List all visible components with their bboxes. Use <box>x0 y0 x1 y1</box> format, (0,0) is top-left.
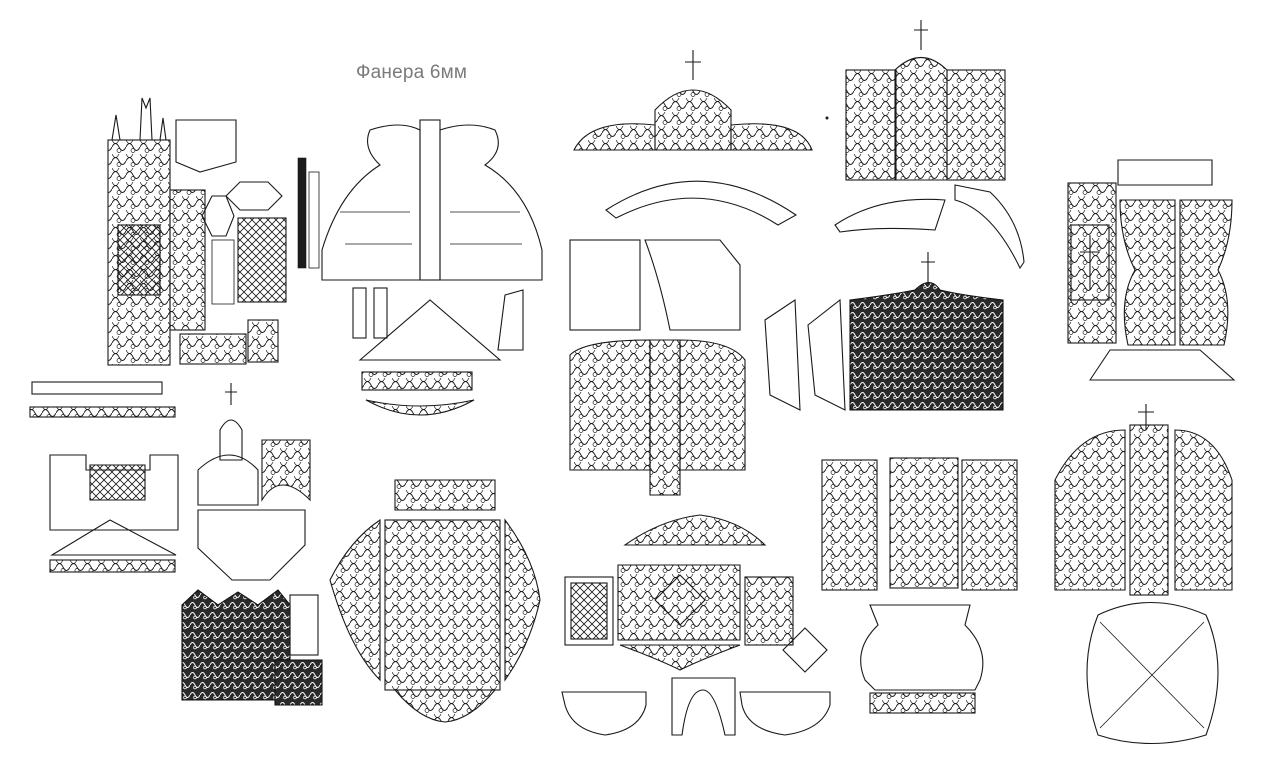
side-shelf-parts <box>821 457 1018 591</box>
dark-gothic-panels <box>181 589 323 706</box>
crowned-pediment-parts <box>573 50 813 226</box>
registration-mark <box>825 116 829 120</box>
bowl-shelf-parts <box>860 604 984 714</box>
tall-panel-parts <box>1067 159 1236 381</box>
chapel-front-parts <box>197 383 311 581</box>
lattice-shelf-parts <box>561 514 831 736</box>
center-ornate-shelf <box>569 239 846 496</box>
right-lower-panels <box>1054 404 1233 744</box>
ornate-arch-shelf-parts <box>834 20 1025 270</box>
ornate-medallion-panel <box>329 479 541 723</box>
rail-strips <box>29 381 176 418</box>
gothic-shelf-parts <box>107 97 320 366</box>
plywood-profile-parts <box>321 119 543 416</box>
material-label: Фанера 6мм <box>356 62 468 83</box>
small-shelf-carcass <box>49 454 179 573</box>
dark-crowned-shelf <box>849 252 1004 411</box>
